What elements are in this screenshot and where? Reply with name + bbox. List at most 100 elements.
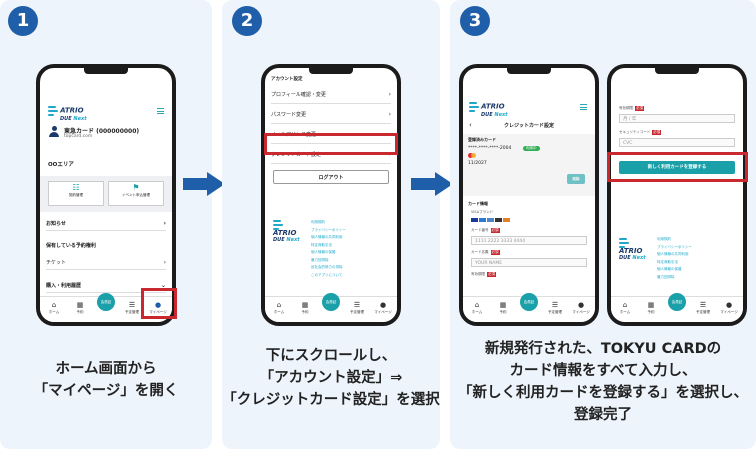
flag-icon: ⚑: [132, 183, 140, 192]
footer-links: 利用規約 プライバシーポリシー 個人情報の共同利用 特定商取引法 個人情報の保護…: [311, 220, 346, 277]
tab-reserve[interactable]: ▦予約: [295, 301, 315, 315]
area-label: OOエリア: [48, 162, 74, 168]
tab-home[interactable]: ⌂ホーム: [44, 301, 64, 315]
cvc-label: セキュリティコード必須: [619, 130, 662, 135]
menu-icon[interactable]: [580, 104, 587, 110]
step-3-caption: 新規発行された、TOKYU CARDの カード情報をすべて入力し、 「新しく利用…: [458, 341, 748, 423]
chevron-down-icon: ⌄: [160, 282, 166, 289]
highlight-register-button: [607, 152, 748, 182]
highlight-credit-card: [264, 133, 398, 155]
arrow-1-icon: [183, 172, 227, 196]
logout-button[interactable]: ログアウト: [273, 170, 389, 184]
logo-mark-icon: [469, 102, 479, 112]
tab-mypage[interactable]: ●マイページ: [149, 301, 167, 314]
tab-schedule[interactable]: ☰予定管理: [545, 301, 565, 315]
tab-bar: ⌂ホーム ▦予約 会員証 ☰予定管理 ●マイページ: [611, 293, 743, 322]
chevron-right-icon: ›: [388, 91, 391, 98]
expiry-input[interactable]: 月 / 年: [619, 114, 735, 123]
atrio-logo: ATRIO DUE Next: [469, 102, 508, 118]
tab-schedule[interactable]: ☰予定管理: [693, 301, 713, 315]
home-icon: ⌂: [51, 301, 57, 309]
tab-reserve[interactable]: ▦予約: [493, 301, 513, 315]
cvc-input[interactable]: CVC: [619, 138, 735, 147]
account-header: アカウント設定: [271, 77, 303, 82]
logo-mark-icon: [48, 106, 58, 116]
step-3-panel: 3 ATRIO DUE Next ‹ クレジットカード設定 登録済みカード **…: [450, 0, 756, 449]
row-password[interactable]: パスワード変更›: [271, 106, 391, 124]
tab-mypage[interactable]: ●マイページ: [572, 301, 590, 314]
mastercard-icon: [468, 153, 476, 158]
tab-membership[interactable]: 会員証: [519, 293, 539, 311]
register-card-button[interactable]: 新しく利用カードを登録する: [619, 161, 735, 174]
tab-membership[interactable]: 会員証: [667, 293, 687, 311]
card-domain: topcard.com: [64, 134, 93, 139]
row-history[interactable]: 購入・利用履歴⌄: [46, 279, 166, 293]
row-profile[interactable]: プロフィール確認・変更›: [271, 86, 391, 104]
delete-button[interactable]: 削除: [567, 174, 585, 184]
user-circle-icon: ●: [154, 301, 162, 309]
expiry-label: 有効期限必須: [619, 106, 644, 111]
list-icon: ☰: [353, 301, 361, 309]
calendar-icon: ▦: [301, 301, 309, 309]
row-news[interactable]: お知らせ›: [46, 217, 166, 231]
step-2-badge: 2: [232, 6, 262, 36]
tab-reserve[interactable]: ▦予約: [70, 301, 90, 315]
atrio-logo: ATRIO DUE Next: [48, 106, 87, 122]
calendar-icon: ▦: [499, 301, 507, 309]
row-tickets[interactable]: チケット›: [46, 256, 166, 270]
document-icon: ☷: [72, 183, 80, 192]
card-number-input[interactable]: 1111 2222 3333 4444: [471, 236, 587, 245]
step-1-badge: 1: [8, 6, 38, 36]
card-holder-input[interactable]: YOUR NAME: [471, 258, 587, 267]
page-title: クレジットカード設定: [503, 123, 554, 129]
tab-bar: ⌂ホーム ▦予約 会員証 ☰予定管理 ●マイページ: [463, 293, 595, 322]
card-brands-icon: [471, 218, 510, 223]
user-circle-icon: ●: [725, 301, 733, 309]
phone-credit-card-form: 有効期限必須 月 / 年 セキュリティコード必須 CVC 新しく利用カードを登録…: [607, 64, 747, 326]
phone-home: ATRIO DUE Next 東急カード (000000000) topcard…: [36, 64, 176, 326]
tab-home[interactable]: ⌂ホーム: [467, 301, 487, 315]
brand-label: VISAブランド: [471, 210, 494, 214]
tab-schedule[interactable]: ☰予定管理: [347, 301, 367, 315]
atrio-logo: ATRIO DUE Next: [619, 238, 646, 261]
tab-mypage[interactable]: ●マイページ: [720, 301, 738, 314]
list-icon: ☰: [128, 301, 136, 309]
phone-credit-card-settings: ATRIO DUE Next ‹ クレジットカード設定 登録済みカード ****…: [459, 64, 599, 326]
home-icon: ⌂: [276, 301, 282, 309]
highlight-mypage: [141, 288, 177, 319]
tab-home[interactable]: ⌂ホーム: [615, 301, 635, 315]
calendar-icon: ▦: [76, 301, 84, 309]
registered-label: 登録済みカード: [468, 137, 496, 142]
footer-links: 利用規約 プライバシーポリシー 個人情報の共同利用 特定商取引法 個人情報の保護…: [657, 237, 692, 279]
step-2-panel: 2 アカウント設定 プロフィール確認・変更› パスワード変更› メールアドレス変…: [222, 0, 440, 449]
tab-mypage[interactable]: ●マイページ: [374, 301, 392, 314]
tab-bar: ⌂ホーム ▦予約 会員証 ☰予定管理 ●マイページ: [265, 293, 397, 322]
back-icon[interactable]: ‹: [469, 121, 472, 129]
tab-reserve[interactable]: ▦予約: [641, 301, 661, 315]
holder-label: カード名義必須: [471, 250, 500, 255]
user-circle-icon: ●: [379, 301, 387, 309]
row-reservations: 保有している予約権利: [46, 243, 96, 249]
chevron-right-icon: ›: [388, 111, 391, 118]
step-2-caption: 下にスクロールし、 「アカウント設定」⇒ 「クレジットカード設定」を選択: [222, 348, 440, 408]
list-icon: ☰: [699, 301, 707, 309]
card-number: ****-****-****-2004: [468, 146, 512, 151]
contract-button[interactable]: ☷ 契約管理: [48, 181, 104, 206]
card-expiry: 11/2027: [468, 161, 487, 166]
arrow-2-icon: [411, 172, 455, 196]
home-icon: ⌂: [474, 301, 480, 309]
tab-home[interactable]: ⌂ホーム: [269, 301, 289, 315]
menu-icon[interactable]: [157, 108, 164, 114]
tab-schedule[interactable]: ☰予定管理: [122, 301, 142, 315]
calendar-icon: ▦: [647, 301, 655, 309]
user-circle-icon: ●: [577, 301, 585, 309]
event-button[interactable]: ⚑ イベント申込管理: [108, 181, 164, 206]
card-info-label: カード情報: [468, 201, 488, 206]
step-3-badge: 3: [460, 6, 490, 36]
tab-membership[interactable]: 会員証: [321, 293, 341, 311]
list-icon: ☰: [551, 301, 559, 309]
user-icon: [48, 126, 60, 138]
home-icon: ⌂: [622, 301, 628, 309]
atrio-logo: ATRIO DUE Next: [273, 220, 300, 243]
tab-membership[interactable]: 会員証: [96, 293, 116, 311]
